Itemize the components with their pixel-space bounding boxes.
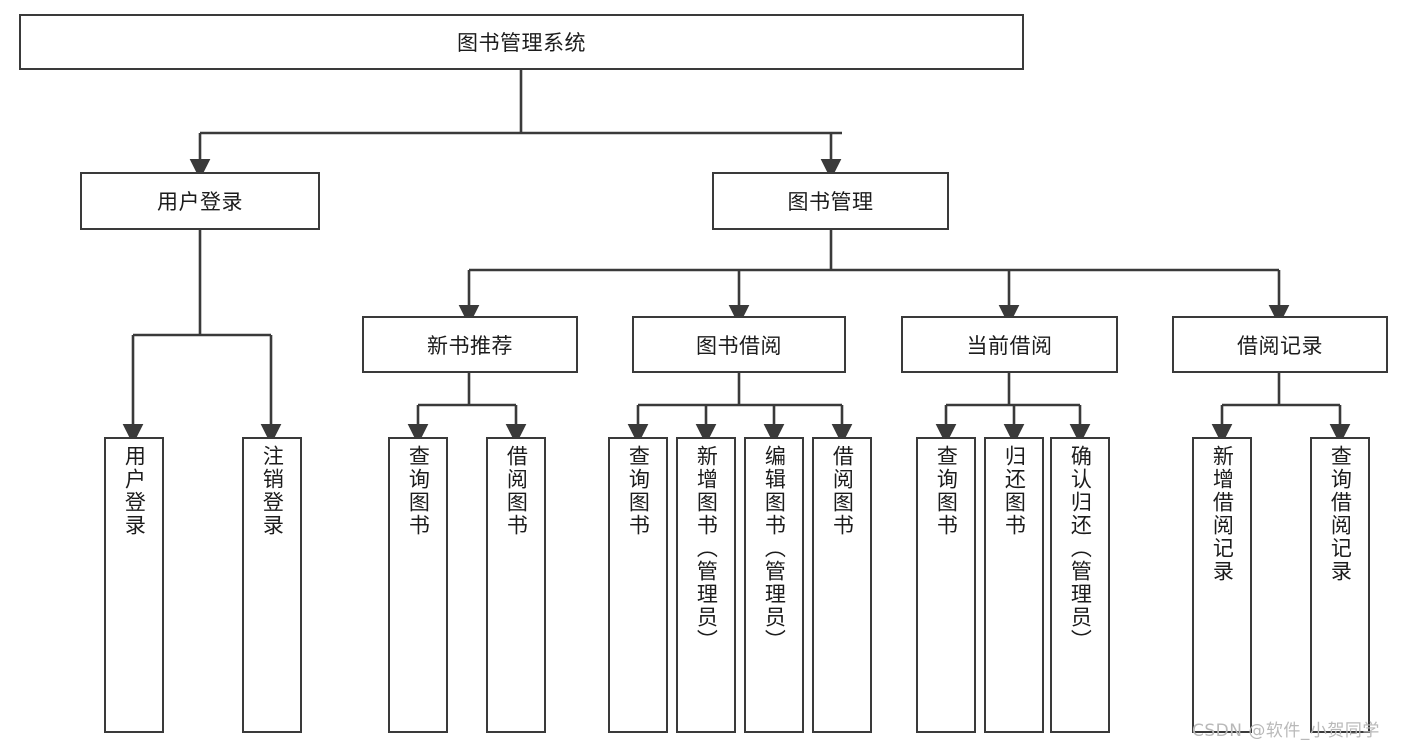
node-leaf-logout[interactable]: 注销登录 xyxy=(242,437,302,733)
node-leaf-query-book-3-label: 查询图书 xyxy=(934,445,959,537)
node-leaf-logout-label: 注销登录 xyxy=(260,445,285,537)
node-leaf-confirm-return[interactable]: 确认归还（管理员） xyxy=(1050,437,1110,733)
node-leaf-query-record[interactable]: 查询借阅记录 xyxy=(1310,437,1370,733)
edge-group-user-login xyxy=(122,230,282,445)
node-user-login[interactable]: 用户登录 xyxy=(80,172,320,230)
edge-group-borrow-record xyxy=(1211,373,1351,445)
node-leaf-borrow-book-2-label: 借阅图书 xyxy=(830,445,855,537)
node-leaf-query-book-1[interactable]: 查询图书 xyxy=(388,437,448,733)
node-book-manage-label: 图书管理 xyxy=(787,190,874,214)
node-leaf-borrow-book-1[interactable]: 借阅图书 xyxy=(486,437,546,733)
node-leaf-borrow-book-2[interactable]: 借阅图书 xyxy=(812,437,872,733)
node-leaf-query-book-2-label: 查询图书 xyxy=(626,445,651,537)
node-leaf-query-book-2[interactable]: 查询图书 xyxy=(608,437,668,733)
node-leaf-add-record[interactable]: 新增借阅记录 xyxy=(1192,437,1252,733)
node-borrow-record[interactable]: 借阅记录 xyxy=(1172,316,1388,373)
node-root-label: 图书管理系统 xyxy=(457,31,586,55)
node-current-borrow-label: 当前借阅 xyxy=(966,333,1053,358)
edge-group-new-book-rec xyxy=(407,373,527,445)
node-leaf-query-record-label: 查询借阅记录 xyxy=(1328,445,1353,583)
node-leaf-user-login[interactable]: 用户登录 xyxy=(104,437,164,733)
node-leaf-return-book[interactable]: 归还图书 xyxy=(984,437,1044,733)
node-new-book-rec-label: 新书推荐 xyxy=(427,333,513,358)
node-leaf-add-record-label: 新增借阅记录 xyxy=(1210,445,1235,583)
node-book-manage[interactable]: 图书管理 xyxy=(712,172,949,230)
node-leaf-edit-book[interactable]: 编辑图书（管理员） xyxy=(744,437,804,733)
edge-group-root xyxy=(189,70,842,180)
node-leaf-confirm-return-label: 确认归还（管理员） xyxy=(1068,445,1093,652)
node-leaf-query-book-3[interactable]: 查询图书 xyxy=(916,437,976,733)
node-leaf-return-book-label: 归还图书 xyxy=(1002,445,1027,537)
node-book-borrow[interactable]: 图书借阅 xyxy=(632,316,846,373)
node-leaf-user-login-label: 用户登录 xyxy=(122,445,147,537)
edge-group-book-borrow xyxy=(627,373,853,445)
node-leaf-query-book-1-label: 查询图书 xyxy=(406,445,431,537)
node-book-borrow-label: 图书借阅 xyxy=(696,333,782,358)
edge-group-book-manage xyxy=(458,230,1290,326)
node-leaf-add-book[interactable]: 新增图书（管理员） xyxy=(676,437,736,733)
csdn-watermark: CSDN @软件_小贺同学 xyxy=(1192,716,1380,741)
csdn-watermark-label: CSDN @软件_小贺同学 xyxy=(1192,721,1380,741)
node-new-book-rec[interactable]: 新书推荐 xyxy=(362,316,578,373)
node-root[interactable]: 图书管理系统 xyxy=(19,14,1024,70)
node-current-borrow[interactable]: 当前借阅 xyxy=(901,316,1118,373)
node-user-login-label: 用户登录 xyxy=(157,190,243,214)
edge-group-current-borrow xyxy=(935,373,1091,445)
node-leaf-edit-book-label: 编辑图书（管理员） xyxy=(762,445,787,652)
node-borrow-record-label: 借阅记录 xyxy=(1237,333,1323,358)
node-leaf-add-book-label: 新增图书（管理员） xyxy=(694,445,719,652)
node-leaf-borrow-book-1-label: 借阅图书 xyxy=(504,445,529,537)
